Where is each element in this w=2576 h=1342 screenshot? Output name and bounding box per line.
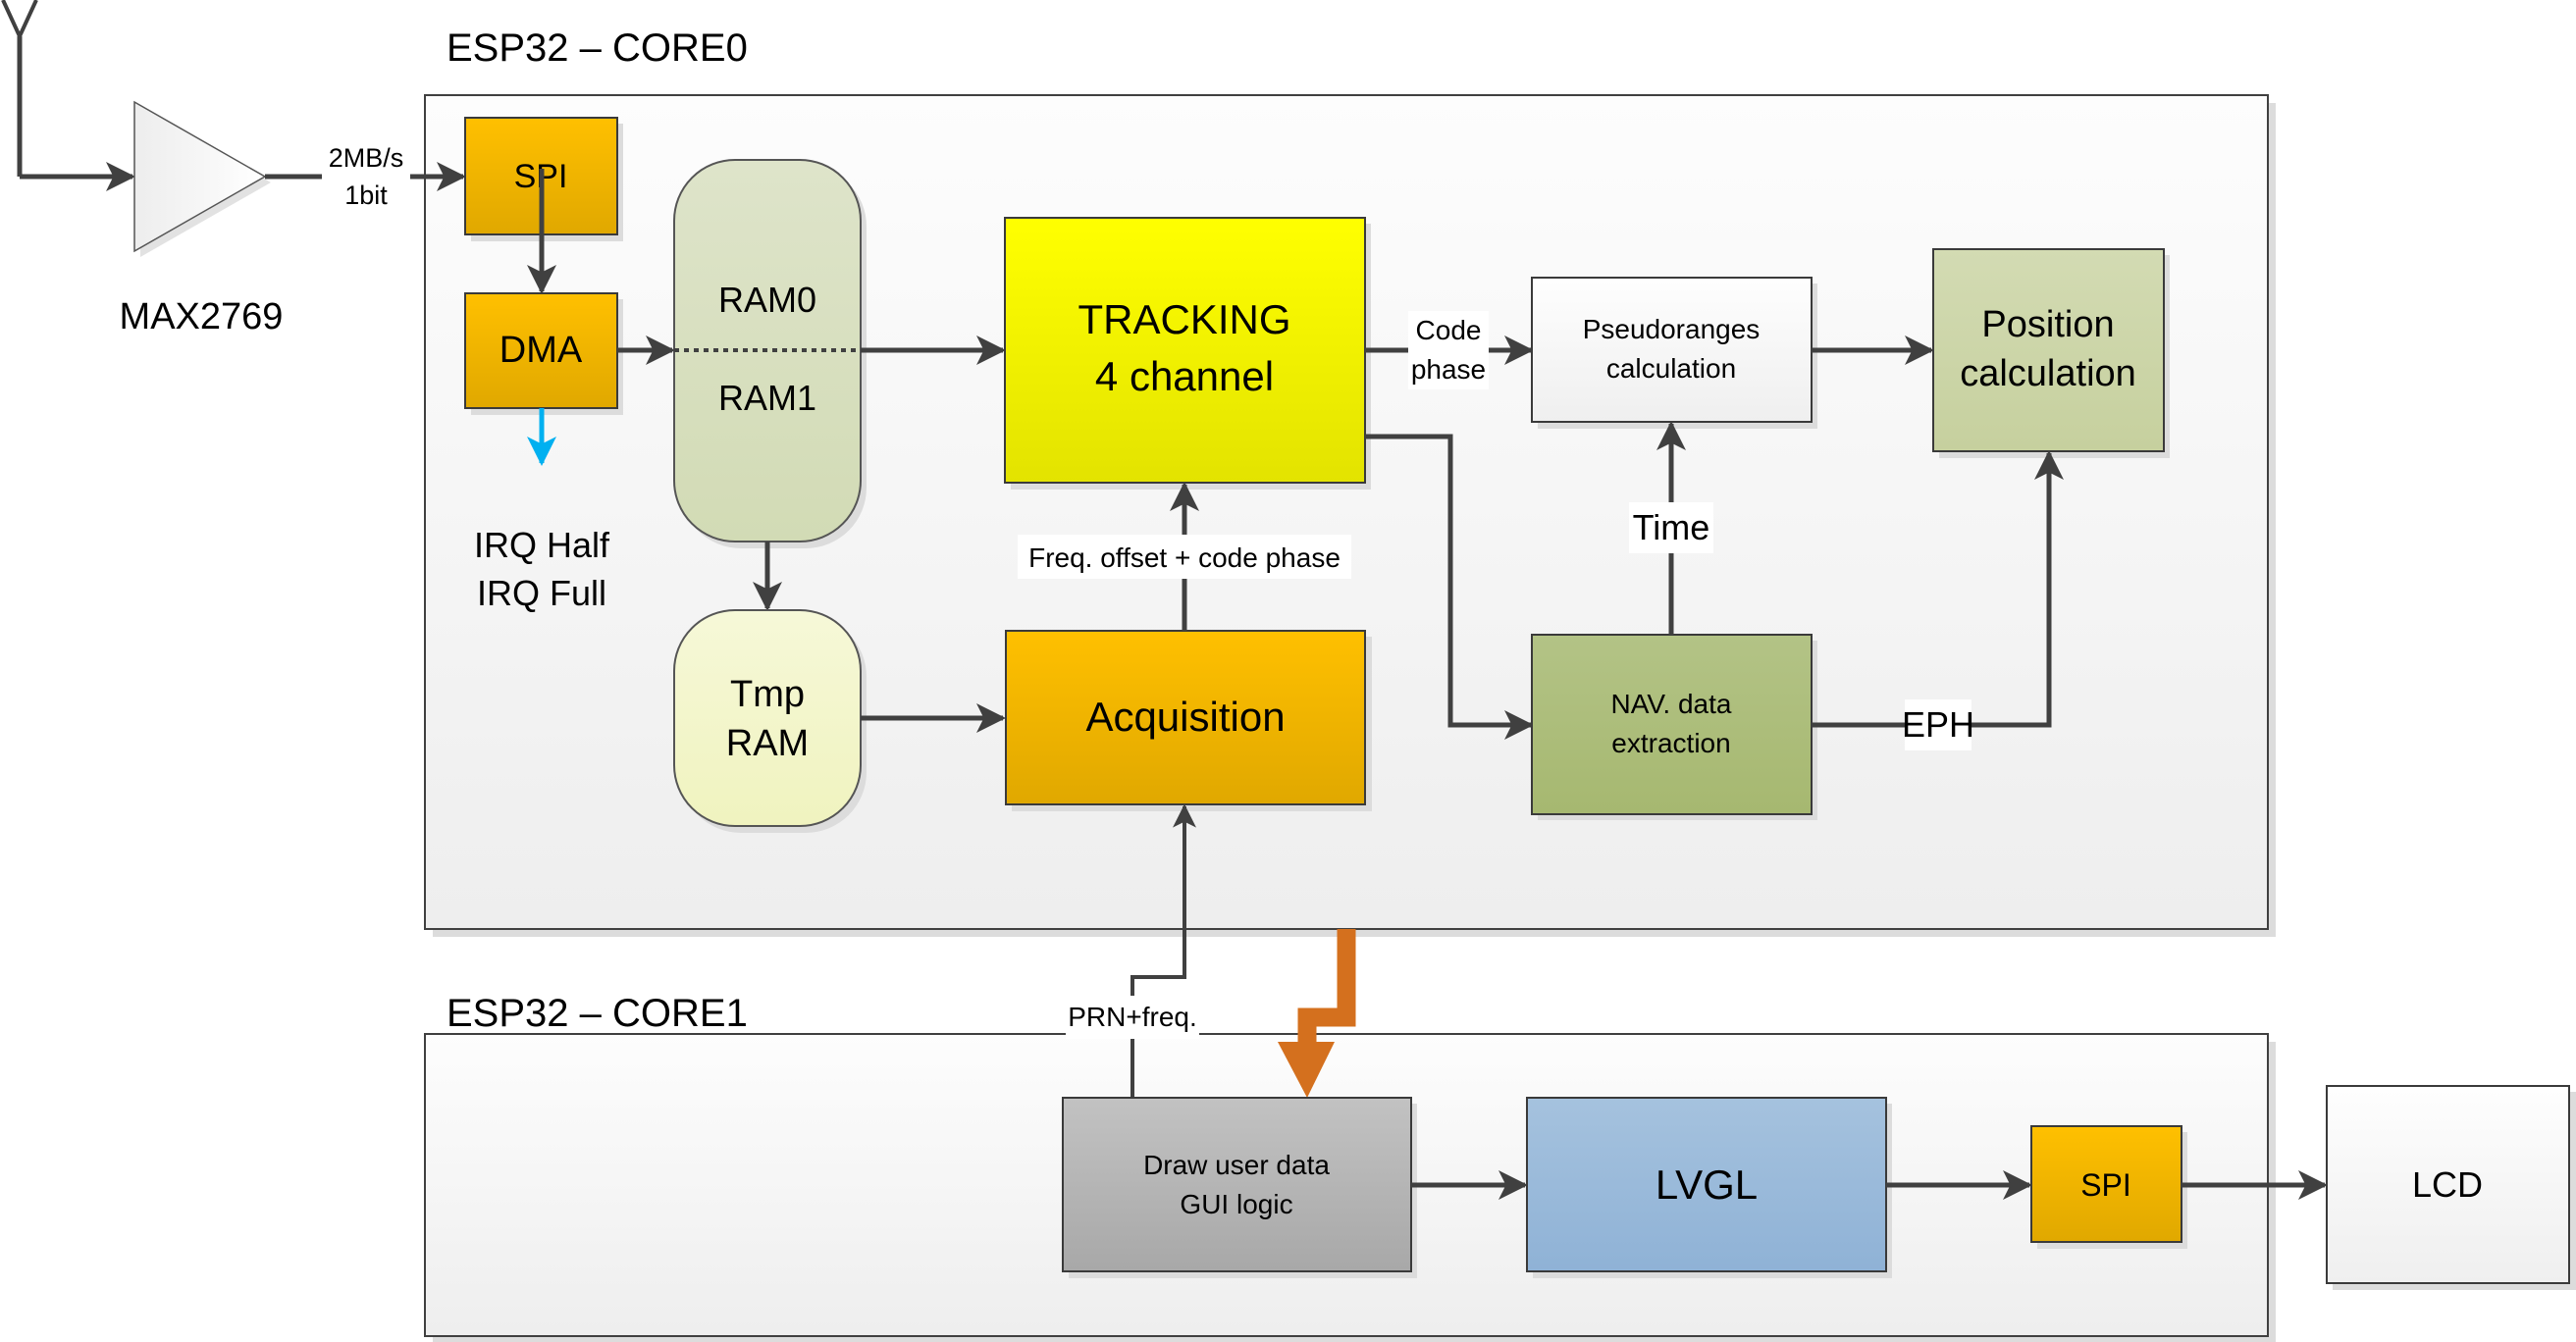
ram-buffer-block[interactable]: RAM0 RAM1 [673,159,867,548]
tmp-ram-line2: RAM [726,723,809,764]
acquisition-block[interactable]: Acquisition [1005,630,1372,811]
ram1-label: RAM1 [718,378,816,418]
nav-data-block[interactable]: NAV. data extraction [1531,634,1817,820]
prn-freq-label: PRN+freq. [1068,1002,1197,1032]
spi-output-label: SPI [2080,1167,2131,1203]
spi-input-block[interactable]: SPI [464,117,623,241]
acquisition-label: Acquisition [1085,694,1285,740]
link-bits-label: 1bit [344,181,388,210]
tracking-block[interactable]: TRACKING 4 channel [1004,217,1371,490]
tracking-to-nav-wire [1365,434,1534,740]
core0-to-core1-data-arrow [1278,929,1356,1098]
link-rate-label: 2MB/s [329,143,404,173]
freq-offset-label: Freq. offset + code phase [1028,542,1341,573]
core1-title: ESP32 – CORE1 [447,992,748,1035]
core0-title: ESP32 – CORE0 [447,26,748,70]
pseudoranges-line1: Pseudoranges [1583,314,1761,344]
nav-data-line2: extraction [1611,728,1730,758]
tmp-ram-line1: Tmp [730,674,805,715]
position-line2: calculation [1960,353,2136,394]
draw-gui-line2: GUI logic [1180,1189,1292,1219]
spi-output-block[interactable]: SPI [2030,1125,2187,1249]
pseudoranges-line2: calculation [1606,353,1736,384]
irq-half-label: IRQ Half [474,525,610,565]
position-line1: Position [1981,304,2114,345]
time-label: Time [1633,507,1710,547]
lvgl-block[interactable]: LVGL [1526,1097,1892,1278]
lvgl-label: LVGL [1656,1161,1758,1208]
tracking-line1: TRACKING [1078,296,1290,342]
amplifier-icon [133,100,271,257]
dma-block[interactable]: DMA [464,292,623,415]
dma-label: DMA [499,330,583,371]
pseudoranges-block[interactable]: Pseudoranges calculation [1531,277,1817,429]
code-phase-line1: Code [1416,315,1482,345]
tmp-ram-block[interactable]: Tmp RAM [673,609,867,833]
ram0-label: RAM0 [718,280,816,320]
nav-data-line1: NAV. data [1611,689,1732,719]
max2769-label: MAX2769 [120,296,284,337]
antenna-icon [1,0,38,177]
lcd-block[interactable]: LCD [2326,1085,2576,1290]
draw-gui-line1: Draw user data [1143,1150,1330,1180]
position-block[interactable]: Position calculation [1932,248,2170,458]
draw-gui-block[interactable]: Draw user data GUI logic [1062,1097,1417,1278]
irq-full-label: IRQ Full [477,573,606,613]
tracking-line2: 4 channel [1095,353,1274,399]
nav-to-position-wire [1812,450,2064,728]
code-phase-line2: phase [1411,354,1486,385]
eph-label: EPH [1902,704,1974,745]
lcd-label: LCD [2412,1164,2483,1205]
